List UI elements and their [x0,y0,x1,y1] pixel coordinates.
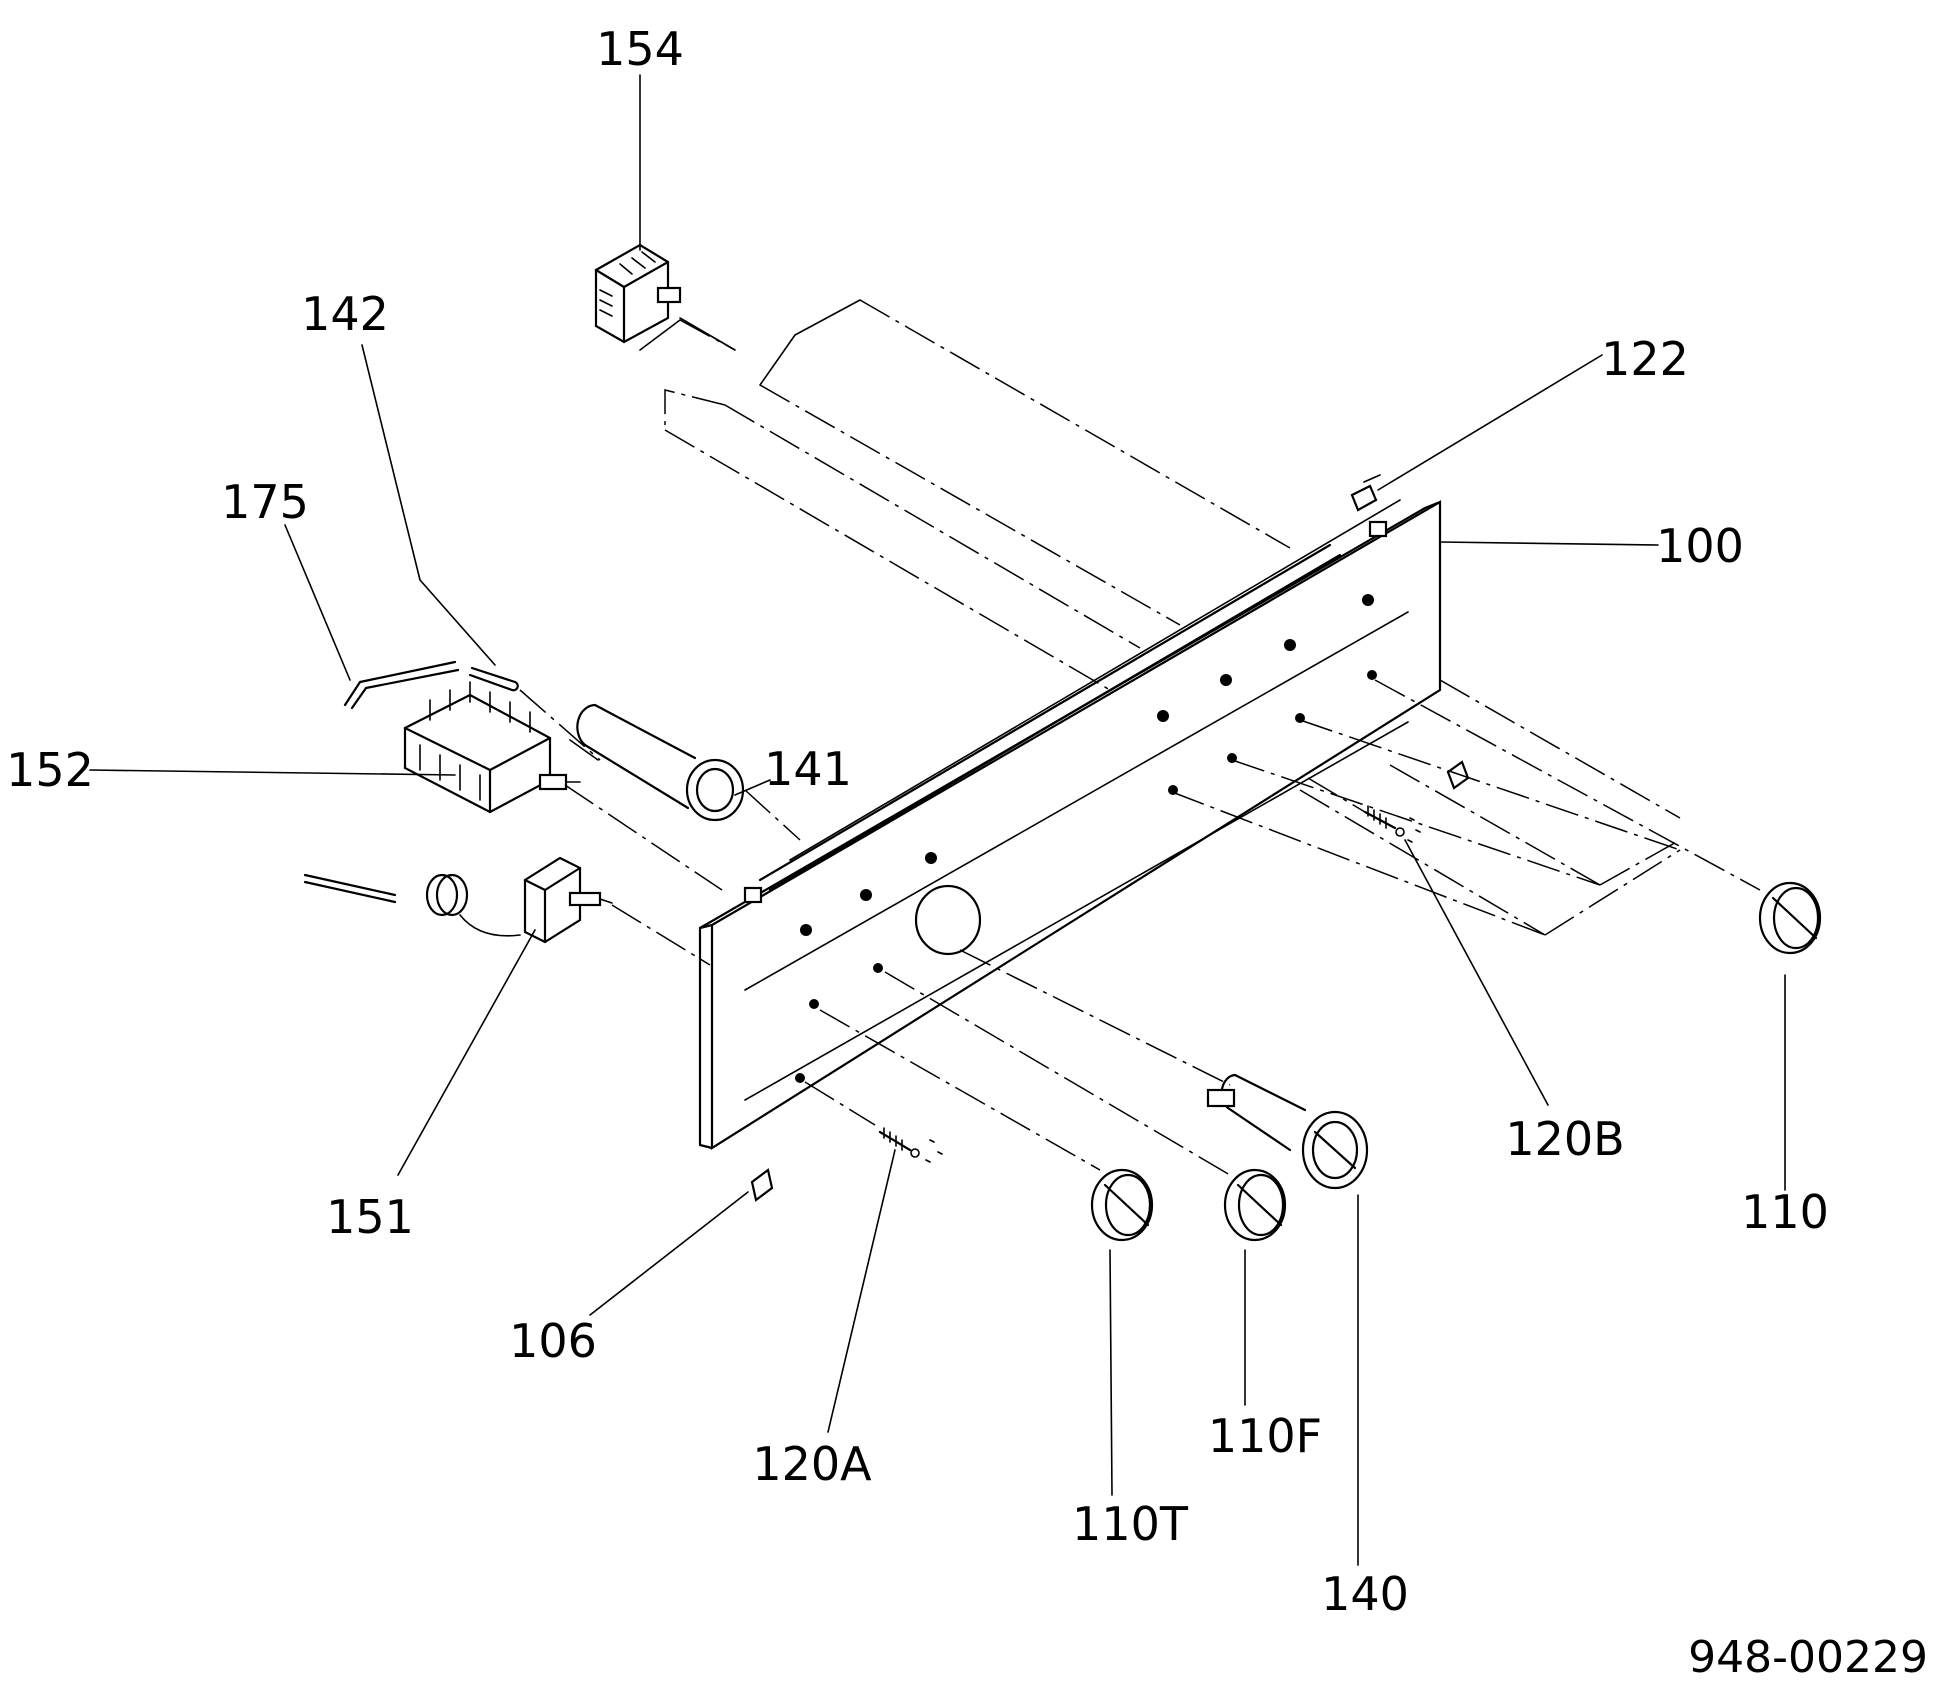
label-110: 110 [1741,1185,1829,1239]
label-151: 151 [326,1190,414,1244]
part-110T-knob [1090,1168,1154,1242]
panel-hole [1367,670,1377,680]
part-175-rod [343,660,460,710]
control-panel-100 [698,499,1442,1150]
label-106: 106 [509,1314,597,1368]
label-142: 142 [301,287,389,341]
part-106-clip [750,1168,774,1202]
panel-clip [743,886,763,904]
part-141-tube [569,703,745,822]
panel-hole [1168,785,1178,795]
label-122: 122 [1601,332,1689,386]
label-140: 140 [1321,1567,1409,1621]
label-100: 100 [1656,519,1744,573]
label-152: 152 [6,743,94,797]
part-152-terminal-block [403,681,581,814]
panel-hole [860,889,872,901]
panel-hole [1284,639,1296,651]
part-140-knob [1206,1073,1369,1190]
part-120A-spring [878,1127,943,1163]
panel-hole [1362,594,1374,606]
label-120B: 120B [1505,1112,1624,1166]
rear-sheet-outline [664,299,1681,936]
part-labels: 154 142 175 152 141 122 100 151 106 120A… [6,22,1829,1621]
label-154: 154 [596,22,684,76]
label-110F: 110F [1208,1409,1322,1463]
part-122-clip [1350,474,1381,512]
leader-lines [89,74,1786,1566]
part-110F-knob [1223,1168,1287,1242]
part-110-knob [1758,881,1822,955]
document-number: 948-00229 [1688,1632,1928,1683]
label-175: 175 [221,475,309,529]
panel-opening [914,884,982,956]
panel-hole [795,1073,805,1083]
panel-hole [800,924,812,936]
rear-bracket [1446,760,1470,790]
label-141: 141 [764,742,852,796]
panel-hole [1220,674,1232,686]
label-110T: 110T [1072,1497,1189,1551]
panel-clip [1368,520,1388,538]
label-120A: 120A [752,1437,872,1491]
part-142-wire [468,666,519,692]
panel-hole [809,999,819,1009]
part-151-thermostat [303,856,613,944]
assembly-lines [519,319,1761,1176]
panel-hole [873,963,883,973]
panel-hole [1157,710,1169,722]
panel-hole [925,852,937,864]
part-154-switch [594,243,736,351]
part-120B-spring [1363,805,1421,843]
